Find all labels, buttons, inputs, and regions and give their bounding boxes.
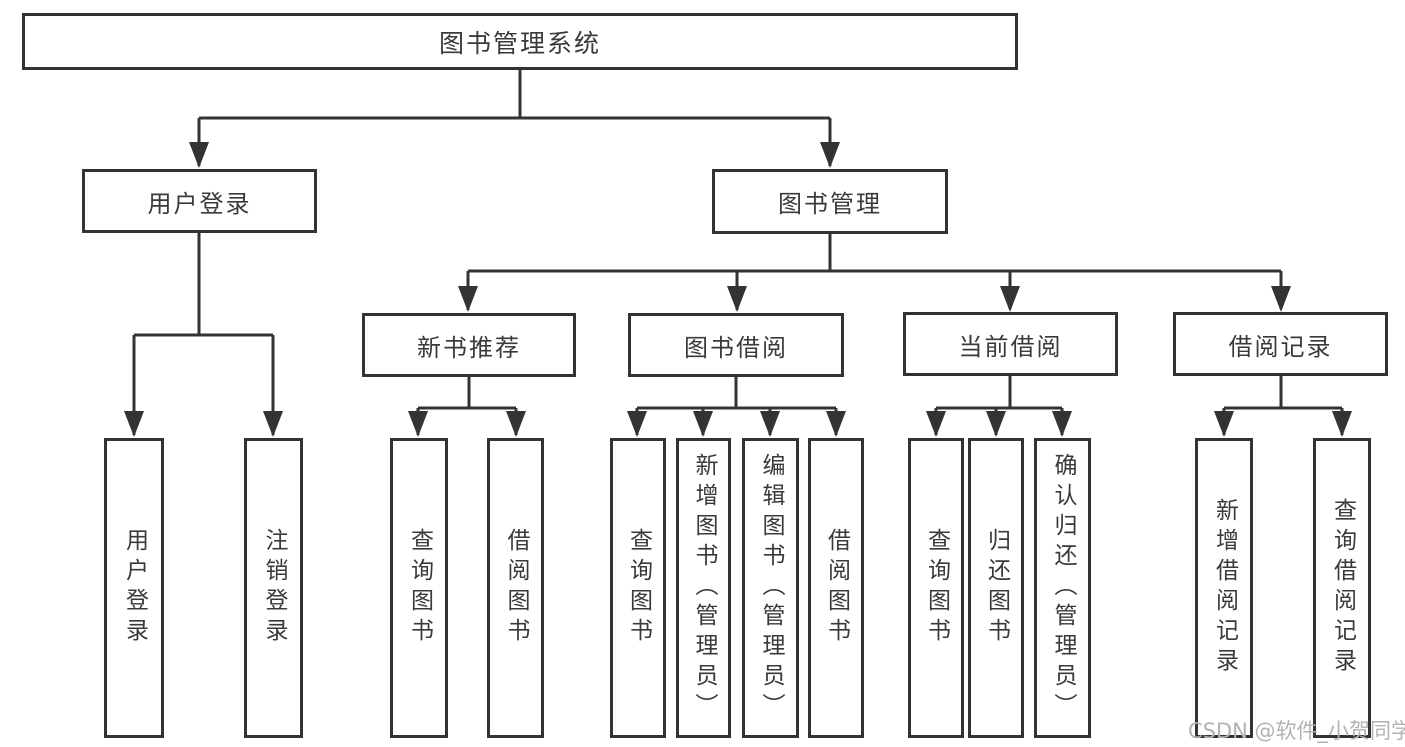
leaf-edit-book: 编辑图书（管理员） — [742, 438, 799, 738]
csdn-watermark: CSDN @软件_小贺同学 — [1188, 719, 1405, 743]
leaf-add-borrow-record: 新增借阅记录 — [1195, 438, 1253, 738]
node-book-borrow-label: 图书借阅 — [684, 333, 788, 362]
node-book-mgmt: 图书管理 — [712, 169, 948, 234]
arrow-down-icon — [986, 411, 1006, 437]
node-book-borrow: 图书借阅 — [628, 313, 844, 377]
leaf-borrow-book: 借阅图书 — [808, 438, 864, 738]
leaf-confirm-return: 确认归还（管理员） — [1034, 438, 1091, 738]
leaf-user-login-label: 用户登录 — [121, 528, 148, 648]
leaf-borrow-book-new-label: 借阅图书 — [503, 528, 529, 648]
arrow-down-icon — [506, 411, 526, 437]
leaf-query-book-borrow: 查询图书 — [610, 438, 666, 738]
node-current-borrow: 当前借阅 — [903, 312, 1118, 376]
leaf-logout-label: 注销登录 — [261, 528, 287, 648]
node-borrow-records-label: 借阅记录 — [1228, 332, 1333, 361]
arrow-down-icon — [1271, 286, 1291, 312]
node-current-borrow-label: 当前借阅 — [958, 332, 1063, 361]
arrow-down-icon — [189, 142, 209, 168]
edge-newbookrec-to-leaves — [416, 377, 518, 435]
leaf-edit-book-label: 编辑图书（管理员） — [758, 453, 784, 723]
leaf-add-book-label: 新增图书（管理员） — [691, 453, 717, 723]
arrow-down-icon — [1332, 411, 1352, 437]
arrow-down-icon — [1214, 411, 1234, 437]
edge-userlogin-to-leaves — [132, 233, 275, 435]
leaf-logout: 注销登录 — [244, 438, 303, 738]
node-root: 图书管理系统 — [22, 13, 1018, 70]
leaf-user-login: 用户登录 — [104, 438, 164, 738]
arrow-down-icon — [820, 142, 840, 168]
node-new-book-rec: 新书推荐 — [362, 313, 576, 377]
arrow-down-icon — [627, 411, 647, 437]
leaf-query-book-new: 查询图书 — [390, 438, 448, 738]
node-new-book-rec-label: 新书推荐 — [417, 333, 521, 362]
leaf-query-borrow-record: 查询借阅记录 — [1313, 438, 1371, 738]
leaf-add-book: 新增图书（管理员） — [676, 438, 731, 738]
leaf-return-book: 归还图书 — [968, 438, 1024, 738]
arrow-down-icon — [693, 411, 713, 437]
node-user-login: 用户登录 — [82, 169, 317, 233]
node-root-label: 图书管理系统 — [438, 28, 601, 58]
node-borrow-records: 借阅记录 — [1173, 312, 1388, 376]
node-book-mgmt-label: 图书管理 — [778, 190, 882, 218]
node-user-login-label: 用户登录 — [147, 189, 252, 218]
leaf-query-borrow-record-label: 查询借阅记录 — [1329, 498, 1356, 678]
arrow-down-icon — [727, 286, 747, 312]
leaf-borrow-book-label: 借阅图书 — [823, 528, 850, 648]
leaf-query-book-current: 查询图书 — [908, 438, 964, 738]
arrow-down-icon — [826, 411, 846, 437]
leaf-query-book-borrow-label: 查询图书 — [625, 528, 652, 648]
arrow-down-icon — [1052, 411, 1072, 437]
edge-root-to-level2 — [197, 69, 832, 166]
leaf-query-book-current-label: 查询图书 — [923, 528, 950, 648]
leaf-add-borrow-record-label: 新增借阅记录 — [1211, 498, 1238, 678]
leaf-return-book-label: 归还图书 — [983, 528, 1010, 648]
arrow-down-icon — [408, 411, 428, 437]
leaf-confirm-return-label: 确认归还（管理员） — [1050, 453, 1076, 723]
edge-bookborrow-to-leaves — [635, 377, 838, 435]
arrow-down-icon — [263, 411, 283, 437]
edge-borrowrecords-to-leaves — [1222, 376, 1344, 435]
leaf-borrow-book-new: 借阅图书 — [487, 438, 544, 738]
leaf-query-book-new-label: 查询图书 — [406, 528, 433, 648]
arrow-down-icon — [1000, 286, 1020, 312]
arrow-down-icon — [458, 286, 478, 312]
arrow-down-icon — [926, 411, 946, 437]
arrow-down-icon — [760, 411, 780, 437]
arrow-down-icon — [124, 411, 144, 437]
edge-bookmgmt-to-level3 — [466, 234, 1283, 310]
